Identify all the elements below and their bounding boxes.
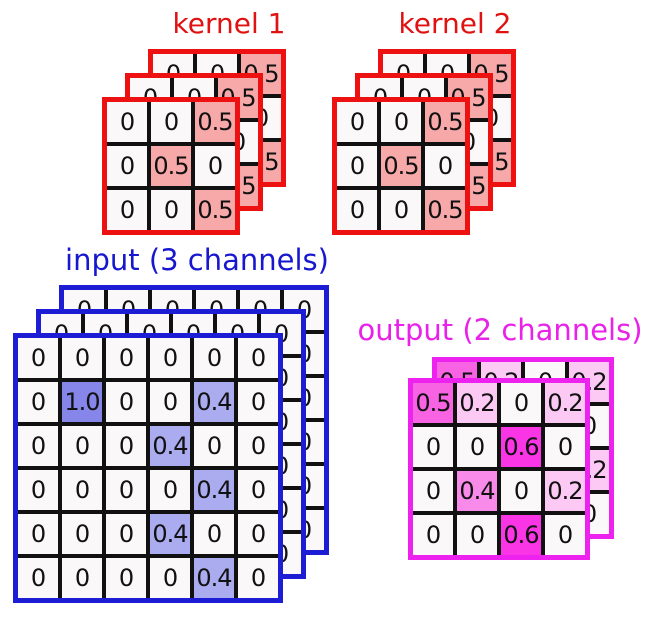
output-cell-r1c2: 0.2 — [457, 383, 497, 423]
input-cell-r1c5: 0 — [194, 338, 234, 378]
input-cell-r4c5: 0.4 — [194, 470, 234, 510]
output-cell-r1c4: 0.2 — [545, 383, 585, 423]
kernel2-cell-r1c2: 0 — [381, 102, 421, 142]
output-cell-r2c4: 0 — [545, 427, 585, 467]
input-cell-r2c6: 0 — [238, 382, 278, 422]
kernel2-title: kernel 2 — [398, 7, 512, 40]
input-cell-r2c1: 0 — [18, 382, 58, 422]
kernel2-cell-r2c3: 0 — [425, 146, 465, 186]
input-cell-r6c3: 0 — [106, 558, 146, 598]
input-cell-r4c1: 0 — [18, 470, 58, 510]
input-cell-r1c4: 0 — [150, 338, 190, 378]
output-cell-r2c3: 0.6 — [501, 427, 541, 467]
input-cell-r5c5: 0 — [194, 514, 234, 554]
kernel2-cell-r2c2: 0.5 — [381, 146, 421, 186]
input-cell-r5c3: 0 — [106, 514, 146, 554]
kernel2-cell-r3c2: 0 — [381, 190, 421, 230]
input-cell-r6c4: 0 — [150, 558, 190, 598]
output-cell-r3c3: 0 — [501, 471, 541, 511]
output-cell-r2c2: 0 — [457, 427, 497, 467]
output-cell-r4c4: 0 — [545, 515, 585, 555]
output-cell-r3c2: 0.4 — [457, 471, 497, 511]
input-cell-r2c5: 0.4 — [194, 382, 234, 422]
kernel2-cell-r2c1: 0 — [337, 146, 377, 186]
kernel1-cell-r3c1: 0 — [107, 190, 147, 230]
input-cell-r4c3: 0 — [106, 470, 146, 510]
kernel2-cell-r1c3: 0.5 — [425, 102, 465, 142]
kernel1-cell-r3c2: 0 — [151, 190, 191, 230]
kernel1-cell-r1c3: 0.5 — [195, 102, 235, 142]
output-cell-r2c1: 0 — [413, 427, 453, 467]
kernel1-cell-r3c3: 0.5 — [195, 190, 235, 230]
input-title: input (3 channels) — [65, 243, 329, 277]
kernel1-cell-r1c1: 0 — [107, 102, 147, 142]
output-cell-r1c3: 0 — [501, 383, 541, 423]
input-cell-r5c1: 0 — [18, 514, 58, 554]
output-cell-r4c1: 0 — [413, 515, 453, 555]
kernel2-cell-r3c3: 0.5 — [425, 190, 465, 230]
output-title: output (2 channels) — [357, 313, 643, 347]
input-cell-r1c3: 0 — [106, 338, 146, 378]
input-cell-r2c2: 1.0 — [62, 382, 102, 422]
input-cell-r4c4: 0 — [150, 470, 190, 510]
kernel2-cell-r1c1: 0 — [337, 102, 377, 142]
input-cell-r1c1: 0 — [18, 338, 58, 378]
input-cell-r3c5: 0 — [194, 426, 234, 466]
input-cell-r3c3: 0 — [106, 426, 146, 466]
input-cell-r6c2: 0 — [62, 558, 102, 598]
output-cell-r3c4: 0.2 — [545, 471, 585, 511]
input-cell-r2c3: 0 — [106, 382, 146, 422]
input-cell-r2c4: 0 — [150, 382, 190, 422]
input-cell-r5c4: 0.4 — [150, 514, 190, 554]
output-cell-r3c1: 0 — [413, 471, 453, 511]
input-cell-r3c1: 0 — [18, 426, 58, 466]
input-cell-r5c6: 0 — [238, 514, 278, 554]
input-cell-r5c2: 0 — [62, 514, 102, 554]
output-cell-r4c2: 0 — [457, 515, 497, 555]
input-cell-r3c4: 0.4 — [150, 426, 190, 466]
input-cell-r6c1: 0 — [18, 558, 58, 598]
output-cell-r1c1: 0.5 — [413, 383, 453, 423]
input-cell-r4c2: 0 — [62, 470, 102, 510]
input-cell-r6c5: 0.4 — [194, 558, 234, 598]
input-cell-r3c6: 0 — [238, 426, 278, 466]
input-cell-r1c6: 0 — [238, 338, 278, 378]
output-cell-r4c3: 0.6 — [501, 515, 541, 555]
kernel1-cell-r2c3: 0 — [195, 146, 235, 186]
kernel1-cell-r2c1: 0 — [107, 146, 147, 186]
input-cell-r6c6: 0 — [238, 558, 278, 598]
input-cell-r3c2: 0 — [62, 426, 102, 466]
kernel1-cell-r1c2: 0 — [151, 102, 191, 142]
input-cell-r4c6: 0 — [238, 470, 278, 510]
kernel1-cell-r2c2: 0.5 — [151, 146, 191, 186]
kernel2-cell-r3c1: 0 — [337, 190, 377, 230]
input-cell-r1c2: 0 — [62, 338, 102, 378]
kernel1-title: kernel 1 — [172, 7, 286, 40]
